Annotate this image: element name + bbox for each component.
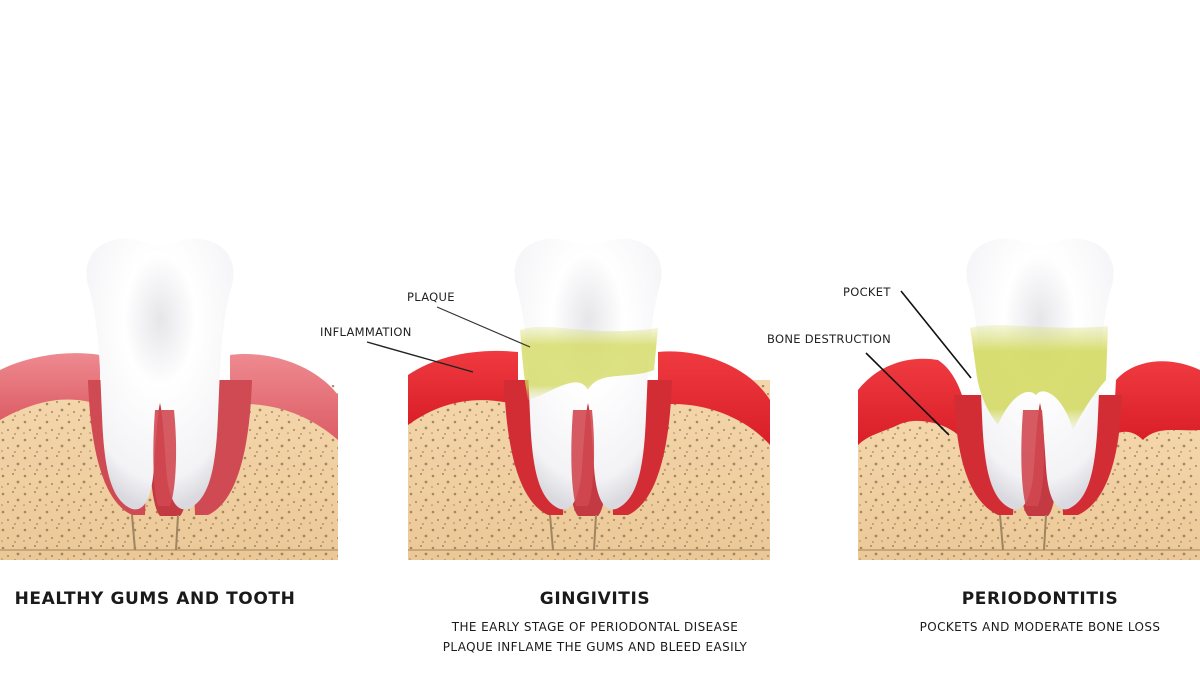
healthy-illustration <box>0 220 340 565</box>
label-pocket: POCKET <box>843 285 891 299</box>
subtitle-periodontitis: POCKETS AND MODERATE BONE LOSS <box>895 617 1185 637</box>
periodontitis-illustration <box>858 220 1200 565</box>
subtitle-line: THE EARLY STAGE OF PERIODONTAL DISEASE <box>451 620 739 634</box>
plaque <box>970 325 1108 430</box>
gum-right <box>230 354 338 440</box>
caption-periodontitis: PERIODONTITIS POCKETS AND MODERATE BONE … <box>895 589 1185 637</box>
title-periodontitis: PERIODONTITIS <box>961 589 1119 609</box>
gum-right <box>1113 361 1200 440</box>
gum-right <box>658 351 770 445</box>
gingivitis-illustration <box>408 220 773 565</box>
plaque <box>520 326 658 400</box>
title-gingivitis: GINGIVITIS <box>539 589 651 609</box>
label-inflammation: INFLAMMATION <box>320 325 412 339</box>
caption-healthy: HEALTHY GUMS AND TOOTH <box>0 589 310 609</box>
gum-left <box>0 353 100 420</box>
title-healthy: HEALTHY GUMS AND TOOTH <box>14 589 296 609</box>
subtitle-line: POCKETS AND MODERATE BONE LOSS <box>919 620 1161 634</box>
subtitle-line: PLAQUE INFLAME THE GUMS AND BLEED EASILY <box>442 640 748 654</box>
subtitle-gingivitis: THE EARLY STAGE OF PERIODONTAL DISEASE P… <box>405 617 785 657</box>
label-plaque: PLAQUE <box>407 290 455 304</box>
caption-gingivitis: GINGIVITIS THE EARLY STAGE OF PERIODONTA… <box>405 589 785 657</box>
label-bone-destruction: BONE DESTRUCTION <box>767 332 892 346</box>
